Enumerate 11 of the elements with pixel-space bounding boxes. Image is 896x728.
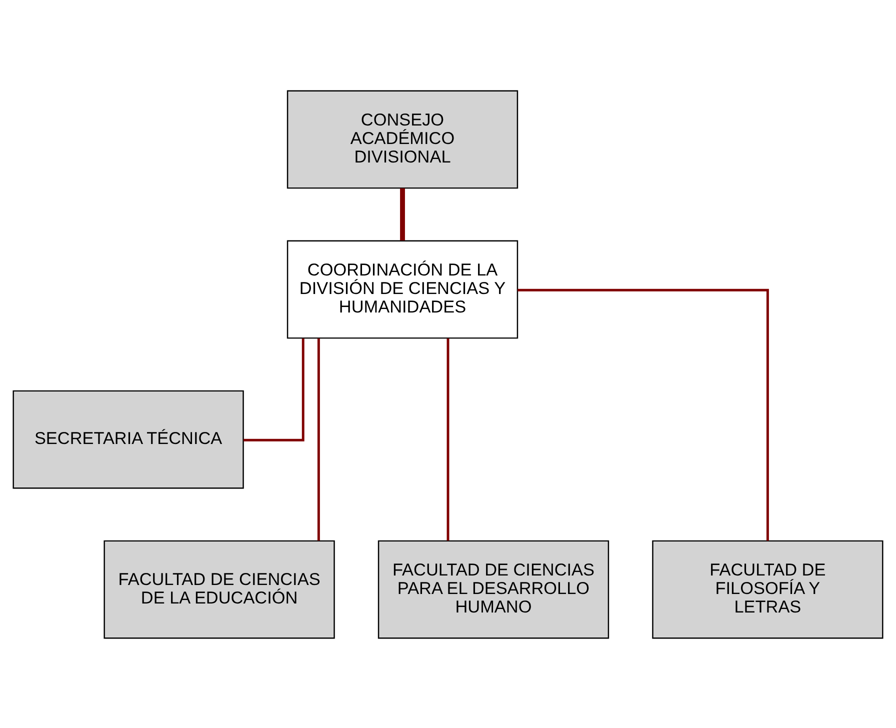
connector <box>317 338 320 540</box>
node-box: FACULTAD DE FILOSOFÍA Y LETRAS <box>652 540 884 638</box>
connector <box>446 338 450 540</box>
node-box: SECRETARIA TÉCNICA <box>12 390 244 488</box>
node-box: FACULTAD DE CIENCIAS DE LA EDUCACIÓN <box>104 540 335 638</box>
node-box: FACULTAD DE CIENCIAS PARA EL DESARROLLO HUMANO <box>378 540 610 638</box>
node-box: COORDINACIÓN DE LA DIVISIÓN DE CIENCIAS Y HUMANIDADES <box>286 240 518 338</box>
connector <box>518 288 769 540</box>
node-box: CONSEJO ACADÉMICO DIVISIONAL <box>286 90 518 188</box>
connector <box>243 338 304 441</box>
connector <box>400 188 405 240</box>
